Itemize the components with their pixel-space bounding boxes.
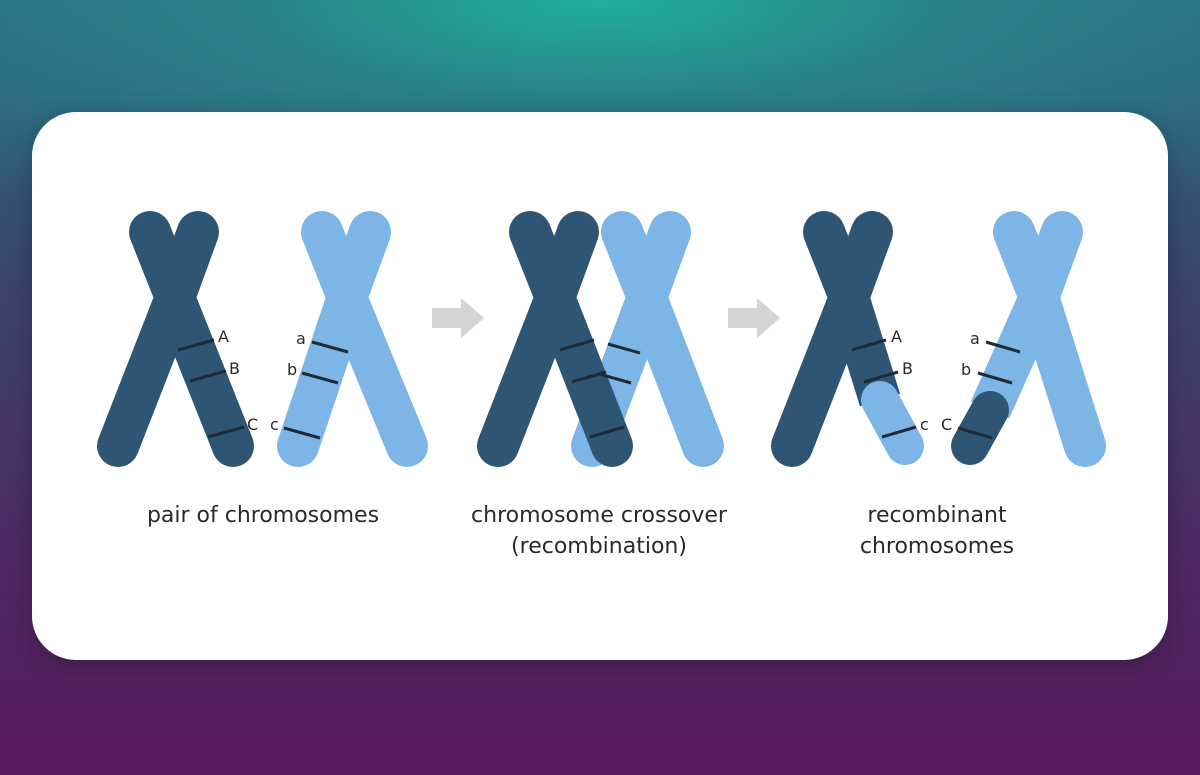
gene-label-rec-C: C bbox=[941, 415, 952, 434]
chromosome-recombinant-dark bbox=[771, 211, 924, 467]
gene-bands-recombinant-light bbox=[957, 340, 1021, 440]
chromosome-recombinant-light bbox=[951, 211, 1106, 467]
gene-bands-dark-1 bbox=[177, 338, 245, 439]
caption-crossover-line-2: (recombination) bbox=[511, 534, 687, 559]
gene-label-rec-c: c bbox=[920, 415, 929, 434]
gene-label-C: C bbox=[247, 415, 258, 434]
chromosome-dark-1 bbox=[97, 211, 254, 467]
gene-label-rec-B: B bbox=[902, 359, 913, 378]
caption-recombinant-line-2: chromosomes bbox=[859, 534, 1015, 559]
chromosome-light-1 bbox=[277, 211, 428, 467]
caption-recombinant-line-1: recombinant bbox=[867, 503, 1007, 528]
chromosome-dark-2 bbox=[477, 211, 633, 467]
gene-label-B: B bbox=[229, 359, 240, 378]
gene-label-rec-A: A bbox=[891, 327, 902, 346]
caption-crossover-line-1: chromosome crossover bbox=[471, 503, 727, 528]
caption-pair: pair of chromosomes bbox=[113, 500, 413, 531]
arrow-right-icon bbox=[432, 298, 484, 338]
gene-label-c: c bbox=[270, 415, 279, 434]
caption-crossover: chromosome crossover (recombination) bbox=[449, 500, 749, 562]
gene-bands-recombinant-dark bbox=[851, 338, 917, 439]
gene-label-A: A bbox=[218, 327, 229, 346]
gene-label-rec-b: b bbox=[961, 360, 971, 379]
gene-label-rec-a: a bbox=[970, 329, 980, 348]
caption-recombinant: recombinant chromosomes bbox=[787, 500, 1087, 562]
gene-bands-crossover bbox=[559, 338, 641, 439]
arrow-right-icon-2 bbox=[728, 298, 780, 338]
gene-label-b: b bbox=[287, 360, 297, 379]
caption-pair-line-1: pair of chromosomes bbox=[146, 503, 380, 528]
gene-label-a: a bbox=[296, 329, 306, 348]
gene-bands-light-1 bbox=[283, 340, 349, 440]
